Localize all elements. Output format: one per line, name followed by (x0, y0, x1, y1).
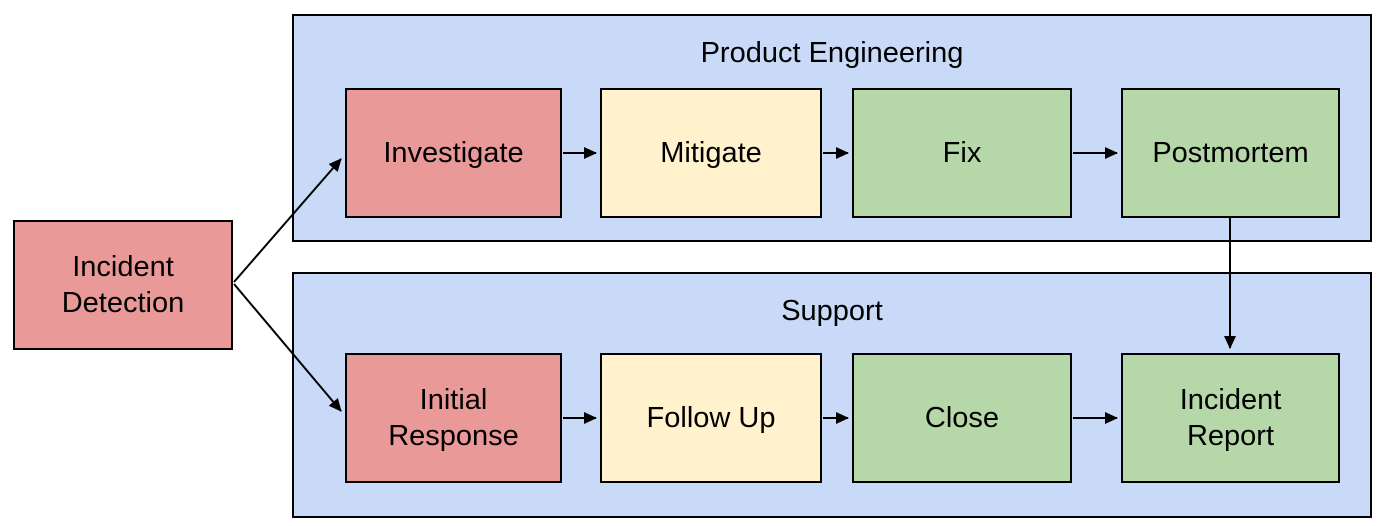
node-fix-label: Fix (942, 137, 982, 169)
lane-title-support: Support (781, 295, 883, 327)
node-postmortem: Postmortem (1121, 88, 1340, 218)
node-mitigate-label: Mitigate (660, 137, 762, 169)
node-follow-up: Follow Up (600, 353, 822, 483)
node-incident-detection-label: Incident Detection (61, 251, 185, 319)
node-initial-response: Initial Response (345, 353, 562, 483)
node-investigate-label: Investigate (383, 137, 524, 169)
node-incident-detection: Incident Detection (13, 220, 233, 350)
lane-title-product-engineering: Product Engineering (700, 37, 964, 69)
node-close: Close (852, 353, 1072, 483)
node-mitigate: Mitigate (600, 88, 822, 218)
node-close-label: Close (924, 402, 1000, 434)
node-investigate: Investigate (345, 88, 562, 218)
node-follow-up-label: Follow Up (646, 402, 776, 434)
node-initial-response-label: Initial Response (388, 384, 519, 452)
node-fix: Fix (852, 88, 1072, 218)
node-incident-report-label: Incident Report (1179, 384, 1282, 452)
node-postmortem-label: Postmortem (1152, 137, 1309, 169)
node-incident-report: Incident Report (1121, 353, 1340, 483)
